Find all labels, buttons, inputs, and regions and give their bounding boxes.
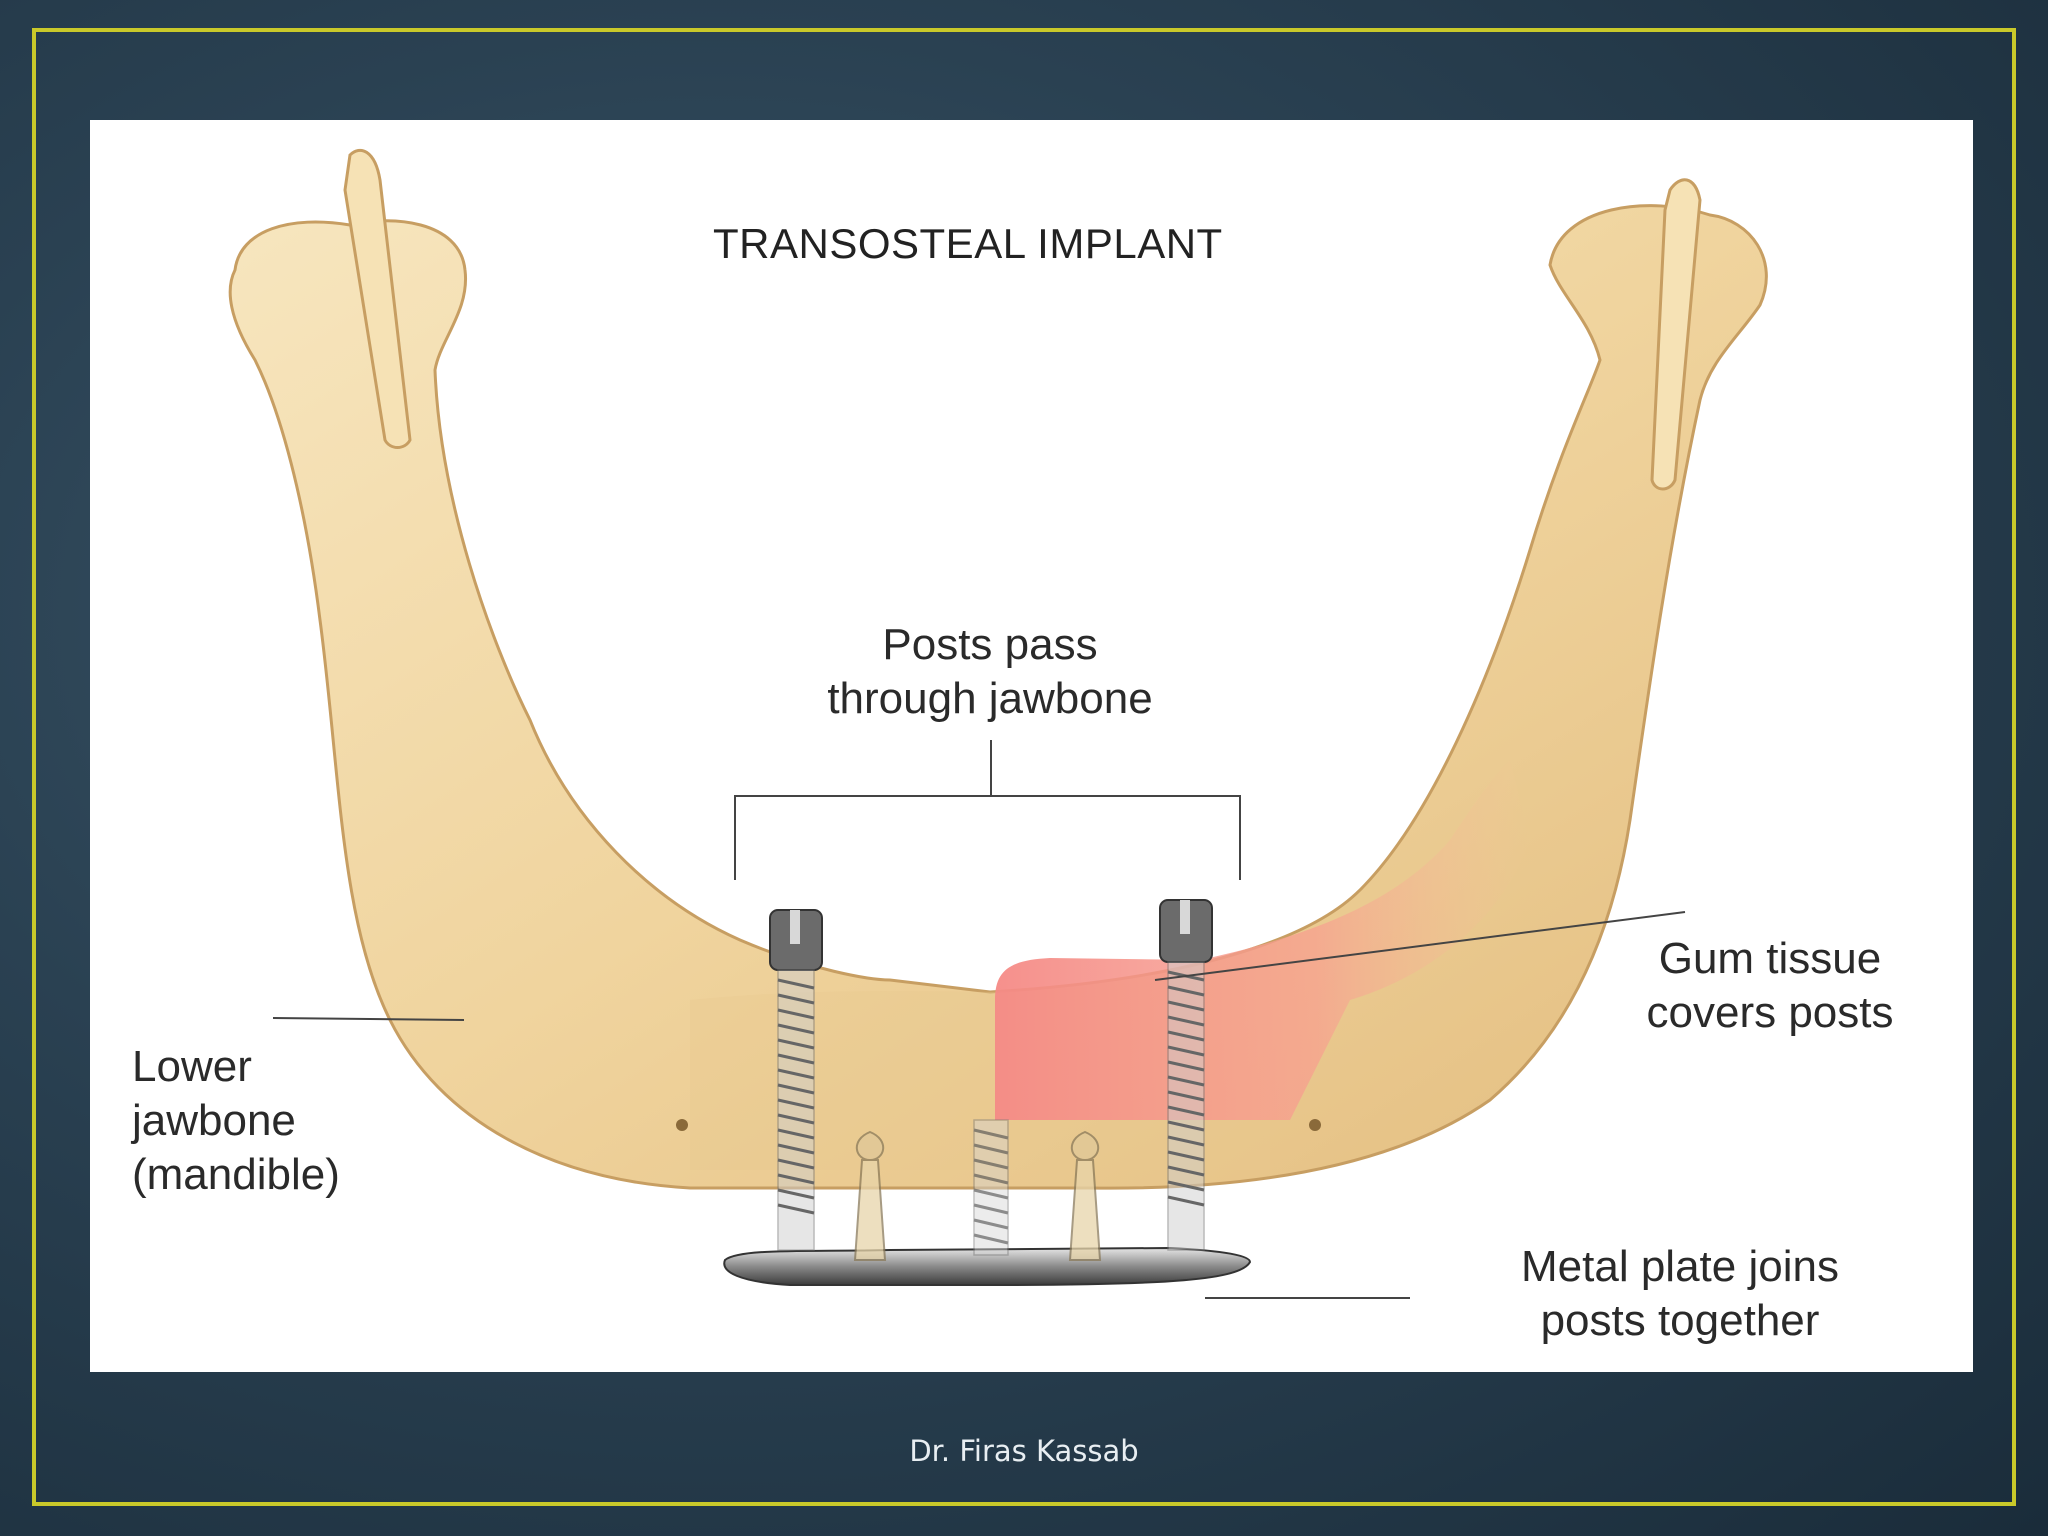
leader-lines: [272, 740, 1686, 1299]
posts-label-line-2: through jawbone: [827, 674, 1153, 723]
jaw-label-line-1: Lower: [132, 1042, 252, 1091]
diagram-title: TRANSOSTEAL IMPLANT: [713, 220, 1223, 267]
gum-label-line-1: Gum tissue: [1658, 934, 1882, 983]
left-post: [769, 909, 823, 1251]
jaw-label-line-3: (mandible): [132, 1150, 340, 1199]
right-post: [1159, 899, 1213, 1251]
plate-label-line-1: Metal plate joins: [1521, 1242, 1839, 1291]
plate-label-line-2: posts together: [1540, 1296, 1820, 1345]
posts-label-line-1: Posts pass: [882, 620, 1098, 669]
gum-tissue: [995, 760, 1530, 1120]
slide-frame: [32, 28, 2016, 1506]
diagram-panel: TRANSOSTEAL IMPLANT Posts pass through j…: [90, 120, 1973, 1372]
gum-label-line-2: covers posts: [1646, 988, 1894, 1037]
posts-label: Posts pass through jawbone: [780, 618, 1200, 726]
jaw-label-line-2: jawbone: [132, 1096, 296, 1145]
gum-label: Gum tissue covers posts: [1620, 932, 1920, 1040]
plate-label: Metal plate joins posts together: [1490, 1240, 1870, 1348]
mandible-illustration: [228, 148, 1768, 1299]
jaw-label: Lower jawbone (mandible): [132, 1040, 340, 1202]
footer-author: Dr. Firas Kassab: [909, 1434, 1139, 1468]
middle-posts: [853, 1119, 1102, 1261]
